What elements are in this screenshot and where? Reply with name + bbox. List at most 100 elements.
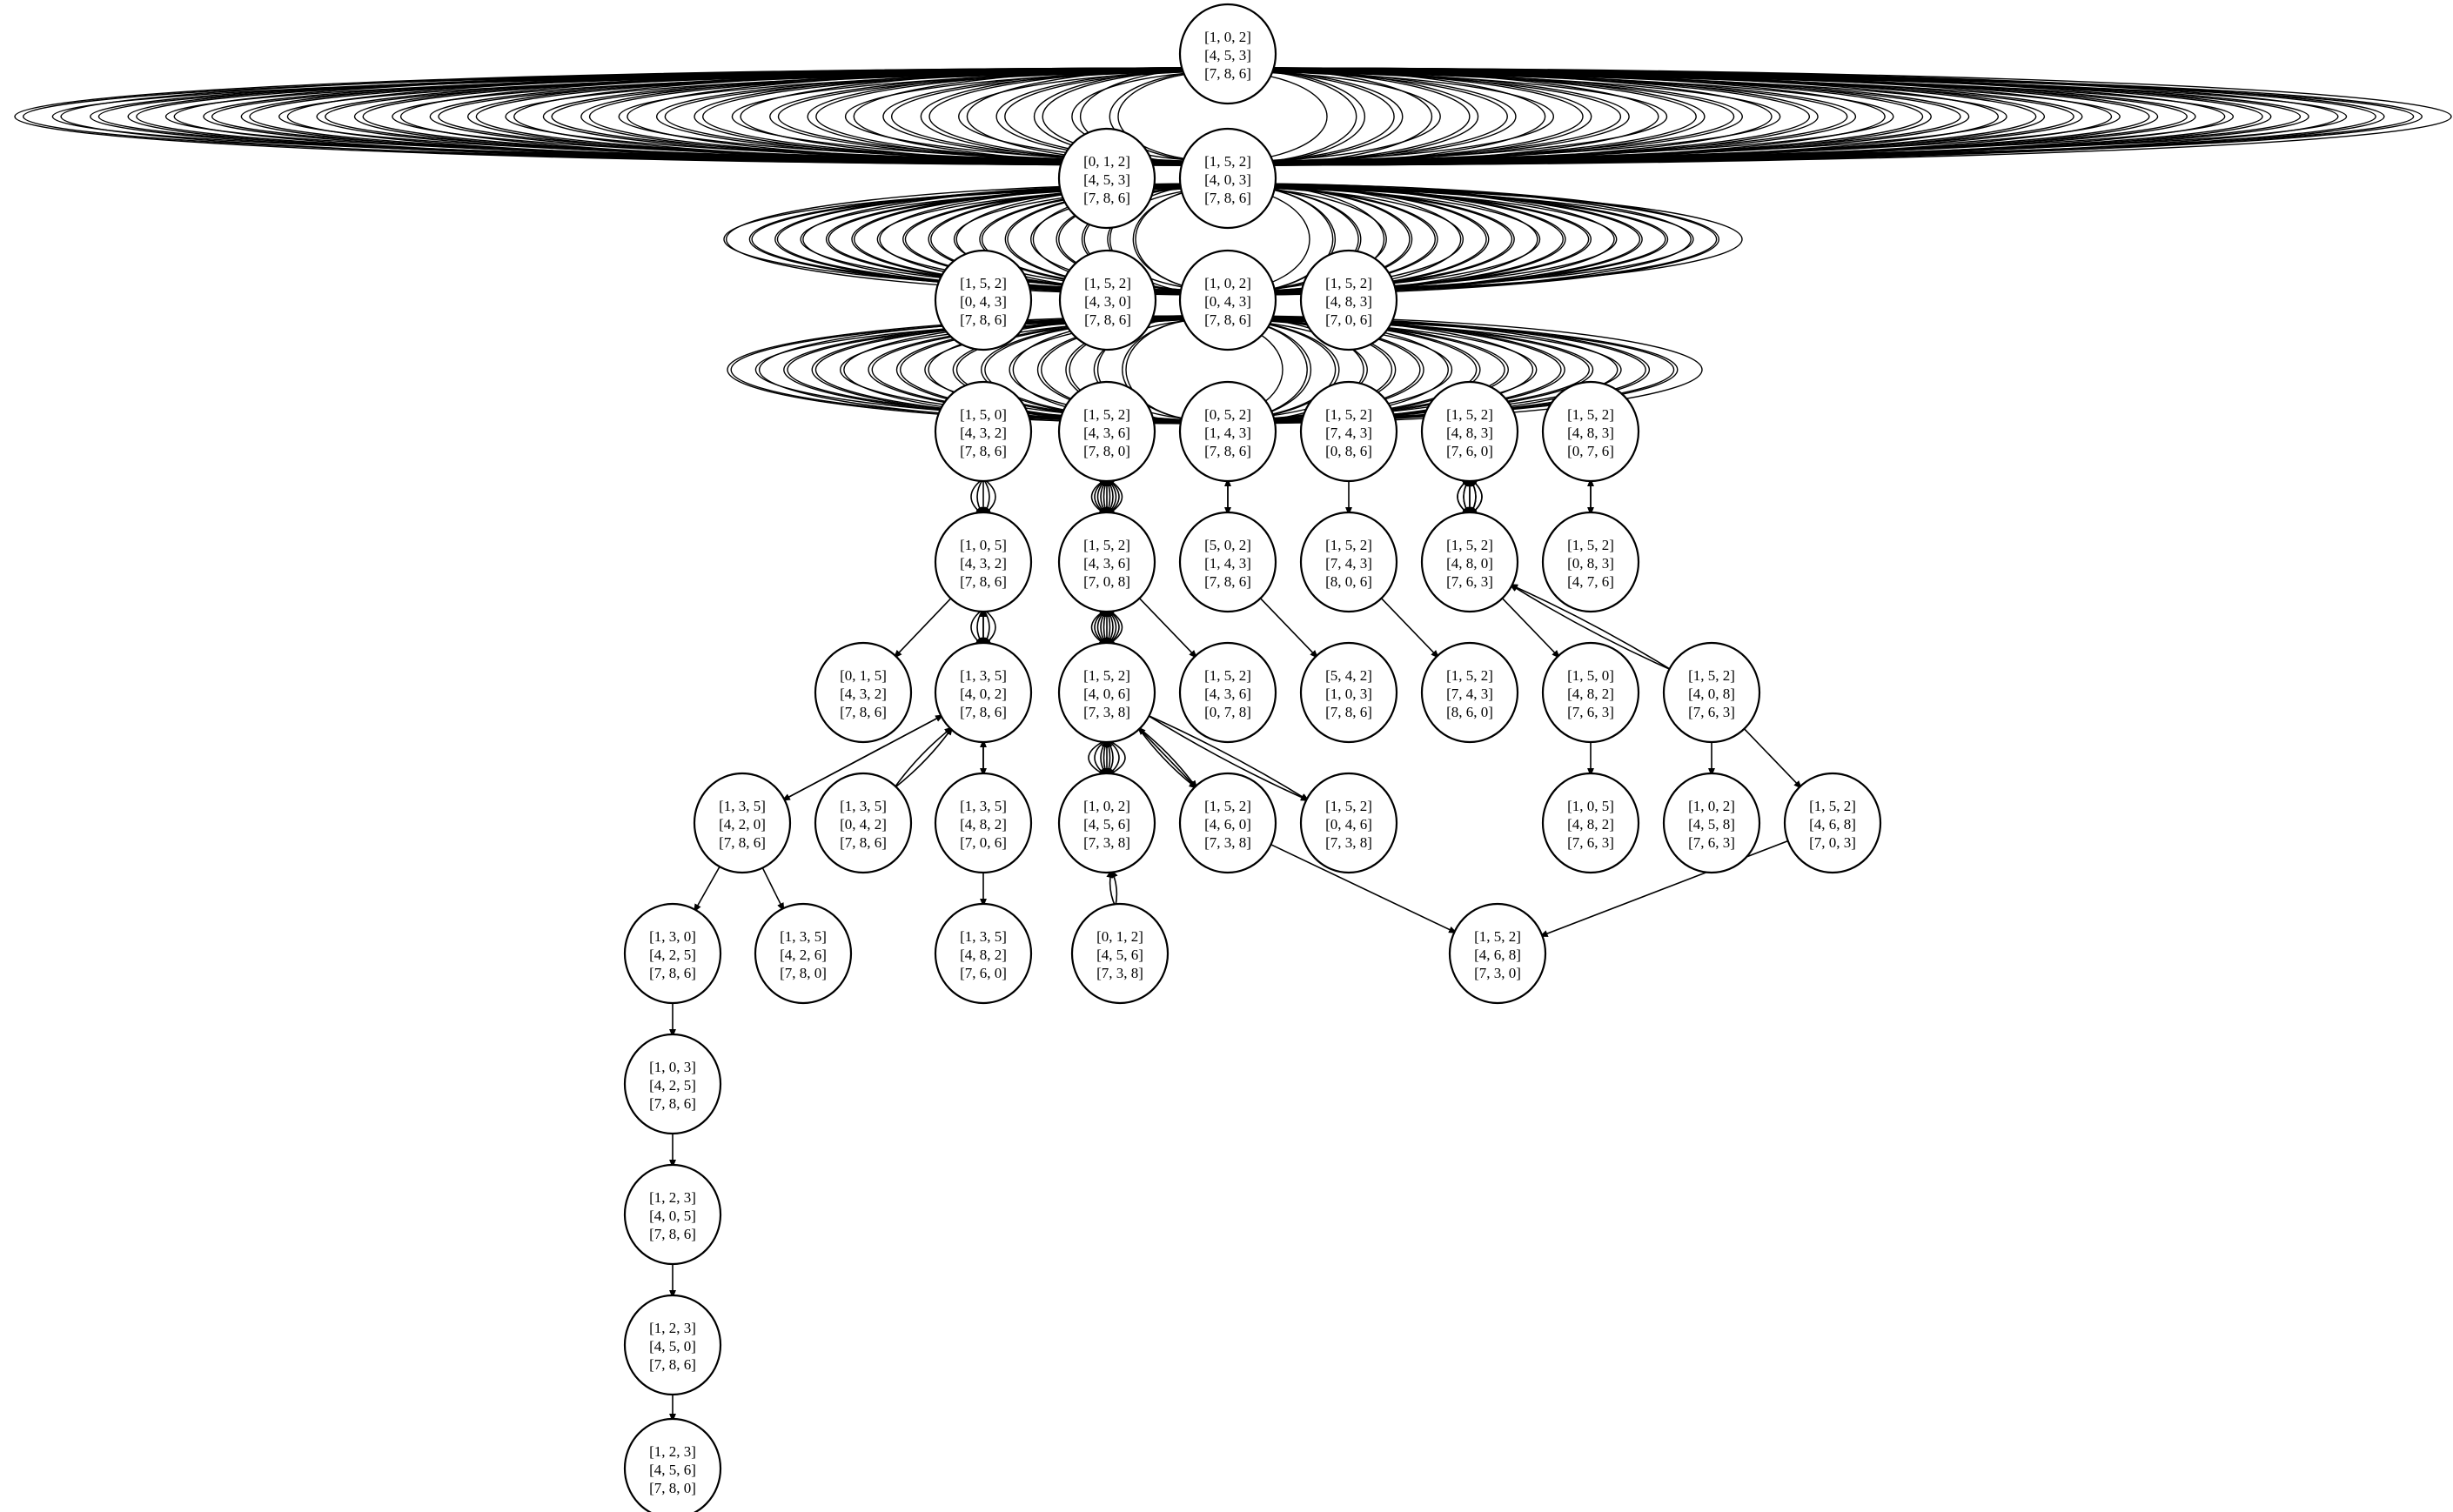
- state-node: [0, 1, 2][4, 5, 6][7, 3, 8]: [1070, 902, 1170, 1005]
- edge-arrow: [1088, 739, 1108, 777]
- node-row-label: [7, 8, 6]: [1204, 65, 1251, 82]
- state-node: [1, 0, 2][4, 5, 8][7, 6, 3]: [1662, 772, 1761, 874]
- node-row-label: [7, 8, 6]: [1084, 311, 1131, 328]
- node-ellipse: [1070, 902, 1170, 1005]
- node-row-label: [7, 8, 6]: [840, 834, 887, 851]
- node-row-label: [0, 1, 2]: [1096, 928, 1143, 945]
- node-row-label: [1, 5, 2]: [1567, 406, 1614, 423]
- state-node: [1, 5, 2][0, 4, 6][7, 3, 8]: [1299, 772, 1398, 874]
- node-ellipse: [1299, 772, 1398, 874]
- node-row-label: [1, 0, 2]: [1083, 798, 1130, 814]
- state-node: [0, 5, 2][1, 4, 3][7, 8, 6]: [1178, 380, 1277, 483]
- state-node: [1, 0, 5][4, 3, 2][7, 8, 6]: [934, 511, 1033, 613]
- node-row-label: [4, 5, 3]: [1204, 47, 1251, 64]
- node-row-label: [1, 5, 2]: [1083, 406, 1130, 423]
- node-row-label: [4, 8, 2]: [960, 947, 1007, 963]
- nodes: [1, 0, 2][4, 5, 3][7, 8, 6][0, 1, 2][4, …: [623, 3, 1882, 1512]
- node-row-label: [1, 3, 5]: [840, 798, 887, 814]
- state-node: [1, 5, 2][4, 6, 8][7, 3, 0]: [1448, 902, 1547, 1005]
- node-row-label: [4, 0, 3]: [1204, 171, 1251, 188]
- state-node: [1, 5, 2] [4, 8, 3] [0, 7, 6]: [1541, 380, 1640, 483]
- node-row-label: [1, 5, 2]: [1325, 275, 1372, 291]
- node-ellipse: [1420, 380, 1519, 483]
- node-row-label: [7, 8, 0]: [780, 965, 827, 981]
- state-node: [1, 5, 2][7, 4, 3][8, 6, 0]: [1420, 641, 1519, 744]
- edge-arrow: [1090, 478, 1108, 516]
- state-node: [1, 5, 2][4, 8, 0][7, 6, 3]: [1420, 511, 1519, 613]
- node-row-label: [7, 0, 3]: [1809, 834, 1856, 851]
- node-row-label: [4, 3, 0]: [1084, 293, 1131, 310]
- node-row-label: [4, 5, 0]: [649, 1338, 696, 1355]
- node-row-label: [0, 1, 2]: [1083, 153, 1130, 170]
- node-row-label: [4, 2, 5]: [649, 1077, 696, 1094]
- node-row-label: [7, 6, 0]: [1446, 443, 1493, 459]
- node-ellipse: [693, 772, 792, 874]
- node-row-label: [0, 8, 3]: [1567, 555, 1614, 572]
- node-row-label: [1, 2, 3]: [649, 1443, 696, 1460]
- edge-arrow: [1378, 596, 1440, 659]
- node-ellipse: [1178, 380, 1277, 483]
- node-row-label: [1, 0, 2]: [1688, 798, 1735, 814]
- node-row-label: [7, 8, 6]: [1204, 311, 1251, 328]
- node-row-label: [7, 8, 6]: [649, 1226, 696, 1242]
- node-ellipse: [1662, 641, 1761, 744]
- node-row-label: [7, 4, 3]: [1325, 425, 1372, 441]
- node-row-label: [1, 5, 2]: [1084, 275, 1131, 291]
- node-row-label: [0, 4, 3]: [1204, 293, 1251, 310]
- node-row-label: [1, 5, 2]: [1083, 537, 1130, 553]
- state-node: [1, 5, 2] [4, 3, 0][7, 8, 6]: [1058, 249, 1157, 351]
- state-node: [1, 5, 2][4, 0, 3][7, 8, 6]: [1178, 127, 1277, 230]
- node-row-label: [1, 5, 2]: [1204, 153, 1251, 170]
- edge-arrow: [1146, 714, 1310, 802]
- edge-arrow: [893, 726, 954, 789]
- node-ellipse: [934, 772, 1033, 874]
- state-node: [1, 3, 5][4, 8, 2][7, 6, 0]: [934, 902, 1033, 1005]
- node-row-label: [1, 5, 2]: [1325, 406, 1372, 423]
- node-row-label: [1, 5, 2]: [1204, 667, 1251, 684]
- node-row-label: [1, 3, 5]: [719, 798, 766, 814]
- node-row-label: [4, 8, 3]: [1567, 425, 1614, 441]
- node-ellipse: [1178, 641, 1277, 744]
- node-row-label: [7, 0, 8]: [1083, 573, 1130, 590]
- edge-arrow: [975, 478, 984, 516]
- node-row-label: [0, 7, 6]: [1567, 443, 1614, 459]
- node-row-label: [4, 0, 6]: [1083, 686, 1130, 702]
- node-row-label: [7, 3, 8]: [1083, 704, 1130, 720]
- edge-arrow: [761, 865, 785, 912]
- node-row-label: [0, 5, 2]: [1204, 406, 1251, 423]
- node-row-label: [4, 3, 2]: [960, 555, 1007, 572]
- state-node: [1, 5, 2][7, 4, 3][8, 0, 6]: [1299, 511, 1398, 613]
- node-row-label: [0, 7, 8]: [1204, 704, 1251, 720]
- node-row-label: [4, 3, 6]: [1204, 686, 1251, 702]
- state-node: [1, 5, 0][4, 8, 2][7, 6, 3]: [1541, 641, 1640, 744]
- edge-arrow: [1499, 596, 1561, 659]
- node-row-label: [1, 4, 3]: [1204, 425, 1251, 441]
- state-node: [1, 0, 2][4, 5, 3][7, 8, 6]: [1178, 3, 1277, 105]
- edge-arrow: [1106, 608, 1123, 646]
- node-row-label: [1, 2, 3]: [649, 1320, 696, 1336]
- node-ellipse: [1057, 127, 1156, 230]
- node-row-label: [7, 3, 8]: [1325, 834, 1372, 851]
- edge-arrow: [1538, 839, 1791, 938]
- edge-arrow: [982, 478, 991, 516]
- node-row-label: [7, 0, 6]: [960, 834, 1007, 851]
- node-row-label: [7, 8, 6]: [1083, 190, 1130, 206]
- node-row-label: [7, 3, 0]: [1474, 965, 1521, 981]
- edge-arrow: [1110, 868, 1118, 907]
- node-ellipse: [1299, 249, 1398, 351]
- node-row-label: [7, 8, 0]: [649, 1480, 696, 1496]
- node-ellipse: [1420, 641, 1519, 744]
- state-node: [1, 3, 0][4, 2, 5][7, 8, 6]: [623, 902, 722, 1005]
- node-ellipse: [1662, 772, 1761, 874]
- state-node: [1, 2, 3][4, 5, 0][7, 8, 6]: [623, 1294, 722, 1396]
- node-row-label: [7, 3, 8]: [1083, 834, 1130, 851]
- node-row-label: [7, 8, 6]: [649, 965, 696, 981]
- node-ellipse: [1178, 3, 1277, 105]
- state-node: [1, 2, 3][4, 5, 6][7, 8, 0]: [623, 1417, 722, 1512]
- state-node: [0, 1, 2][4, 5, 3][7, 8, 6]: [1057, 127, 1156, 230]
- node-ellipse: [1057, 641, 1156, 744]
- edge-arrow: [1146, 713, 1310, 801]
- node-row-label: [1, 4, 3]: [1204, 555, 1251, 572]
- node-ellipse: [1783, 772, 1882, 874]
- node-row-label: [1, 3, 5]: [960, 667, 1007, 684]
